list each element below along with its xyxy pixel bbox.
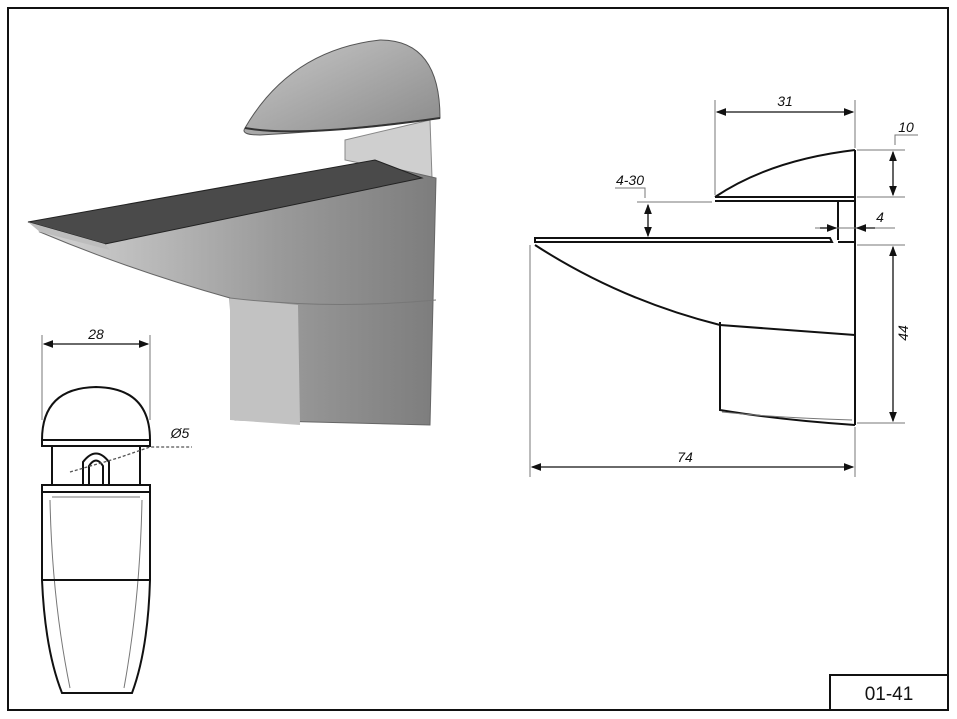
dim-plate-thickness: 4 (876, 209, 884, 225)
dim-top-width: 31 (777, 93, 793, 109)
front-view: 28 Ø5 (40, 326, 192, 694)
dim-gap-range: 4-30 (616, 172, 644, 188)
dim-total-depth: 74 (677, 449, 693, 465)
drawing-frame (7, 7, 949, 711)
side-view: 31 10 4-30 4 44 74 (529, 93, 918, 477)
title-block: 01-41 (829, 674, 949, 711)
drawing-code: 01-41 (865, 684, 914, 705)
dim-clamp-height: 10 (898, 119, 914, 135)
isometric-view (27, 39, 441, 426)
dim-front-width: 28 (87, 326, 104, 342)
dim-hole-diameter: Ø5 (170, 425, 190, 441)
dim-body-height: 44 (895, 325, 911, 341)
